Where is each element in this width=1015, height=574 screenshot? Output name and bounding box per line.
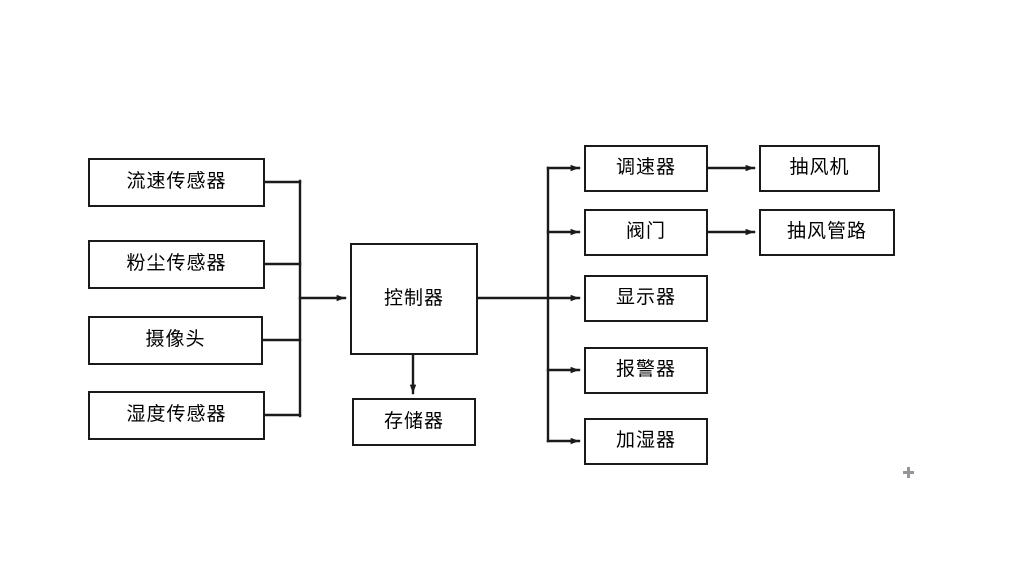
node-valve[interactable]: 阀门	[584, 209, 708, 256]
node-exhaust-duct-label: 抽风管路	[786, 220, 867, 242]
node-valve-label: 阀门	[625, 220, 666, 242]
node-flow-sensor-label: 流速传感器	[126, 170, 227, 192]
node-exhaust-fan-label: 抽风机	[789, 156, 850, 178]
node-exhaust-duct[interactable]: 抽风管路	[759, 209, 895, 256]
node-dust-sensor-label: 粉尘传感器	[126, 252, 227, 274]
node-humidifier-label: 加湿器	[615, 429, 676, 451]
node-speed-governor-label: 调速器	[615, 156, 676, 178]
node-speed-governor[interactable]: 调速器	[584, 145, 708, 192]
node-humidifier[interactable]: 加湿器	[584, 418, 708, 465]
node-dust-sensor[interactable]: 粉尘传感器	[88, 240, 265, 289]
node-camera-label: 摄像头	[145, 328, 206, 350]
node-display-label: 显示器	[615, 286, 676, 308]
node-controller-label: 控制器	[383, 286, 444, 309]
node-controller[interactable]: 控制器	[350, 243, 478, 355]
cursor-crosshair-icon	[903, 467, 914, 478]
node-display[interactable]: 显示器	[584, 275, 708, 322]
node-storage-label: 存储器	[383, 409, 444, 432]
node-humidity-sensor[interactable]: 湿度传感器	[88, 391, 265, 440]
node-humidity-sensor-label: 湿度传感器	[126, 403, 227, 425]
node-flow-sensor[interactable]: 流速传感器	[88, 158, 265, 207]
node-alarm[interactable]: 报警器	[584, 347, 708, 394]
node-alarm-label: 报警器	[615, 358, 676, 380]
node-camera[interactable]: 摄像头	[88, 316, 263, 365]
node-exhaust-fan[interactable]: 抽风机	[759, 145, 880, 192]
node-storage[interactable]: 存储器	[352, 398, 476, 446]
